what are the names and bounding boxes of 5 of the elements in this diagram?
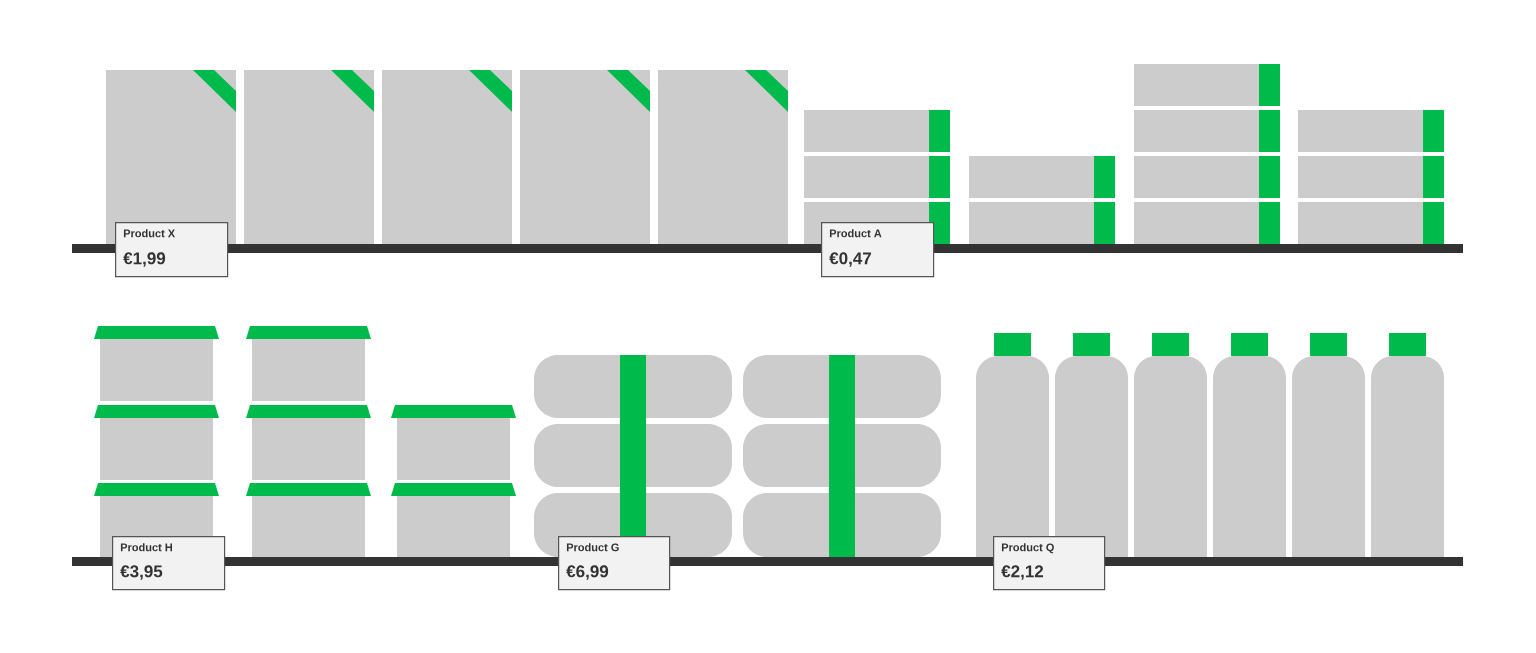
price-tag: Product G €6,99 [558,536,671,591]
price-tag: Product A €0,47 [821,222,935,278]
price-tag: Product X €1,99 [115,222,229,278]
price-tag: Product Q €2,12 [993,536,1106,591]
price-tag: Product H €3,95 [112,536,226,591]
